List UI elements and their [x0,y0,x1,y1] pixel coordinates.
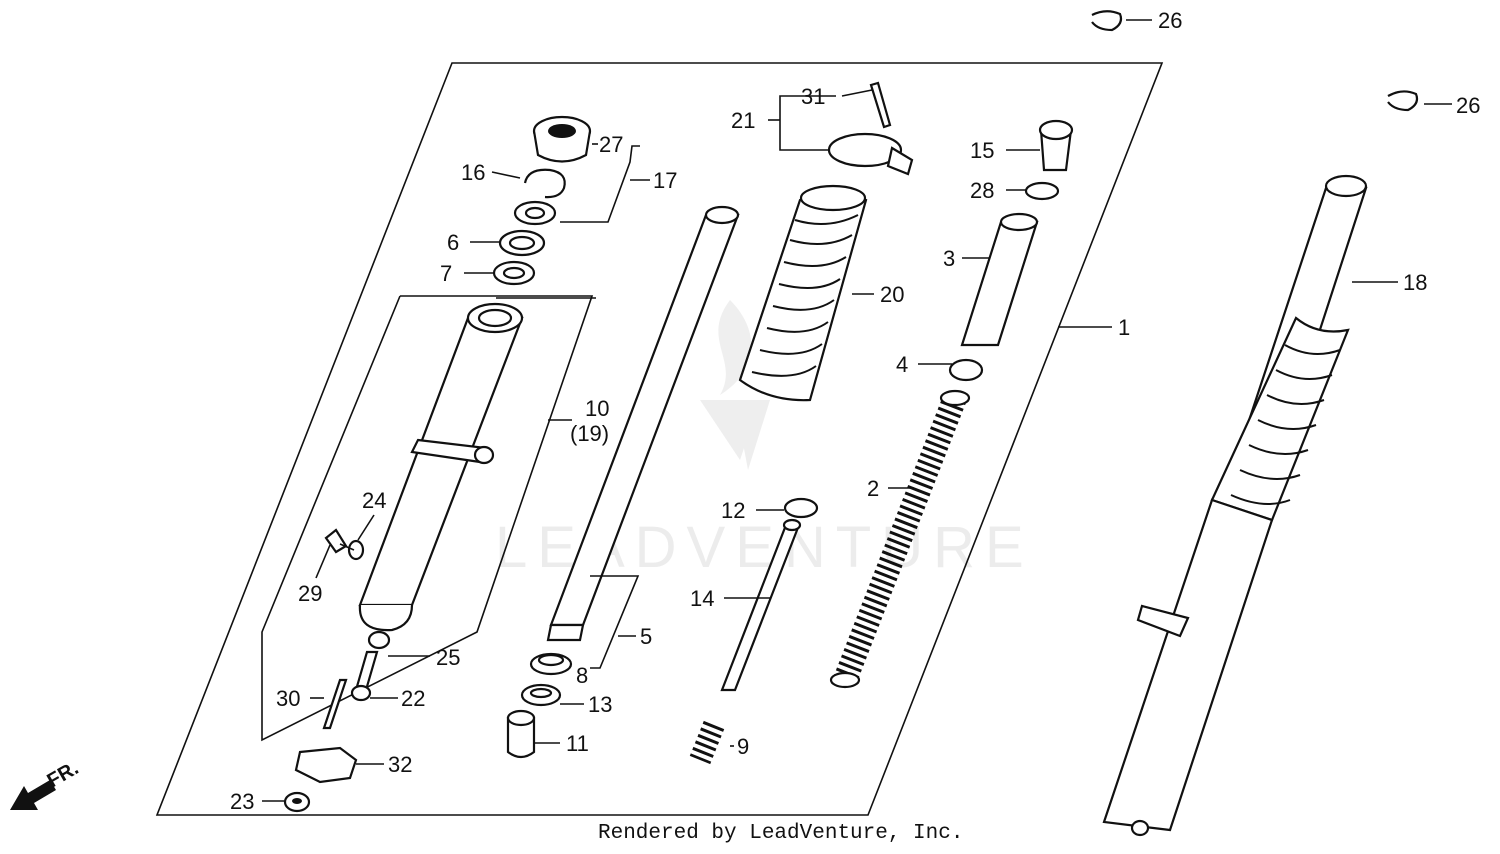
part-11-oil-lock-piece [506,709,536,759]
part-14-fork-piston [720,518,802,692]
part-25-washer [367,630,391,650]
callout-labels: 26 26 27 16 17 6 7 10 (19) 24 29 25 22 3… [230,8,1480,814]
part-20-fork-boot [738,184,868,402]
callout-9: 9 [737,734,749,759]
part-32-axle-holder [294,746,358,784]
part-30-stud [322,678,348,730]
part-27-nut [532,115,592,163]
part-6-oil-seal [498,229,546,257]
callout-14: 14 [690,586,714,611]
part-13-washer [520,683,562,707]
callout-22: 22 [401,686,425,711]
part-7-ring [492,260,536,286]
callout-7: 7 [440,261,452,286]
part-26-circlip-b [1387,90,1419,112]
part-26-circlip-a [1091,10,1123,32]
part-8-slide-bushing [529,652,573,676]
part-3-spacer [960,212,1039,347]
part-17-washer [513,200,557,226]
callout-17: 17 [653,168,677,193]
part-31-screw [869,81,892,129]
callout-18: 18 [1403,270,1427,295]
callout-11: 11 [566,731,589,756]
part-23-nut [283,791,311,813]
assembly-frame [155,62,1164,816]
callout-2: 2 [867,476,879,501]
subassembly-frame [261,295,594,742]
part-10-fork-slider [358,302,524,632]
part-24-washer [347,539,365,561]
part-22-bolt [350,650,379,702]
part-15-fork-bolt [1038,119,1074,172]
callout-23: 23 [230,789,254,814]
watermark-logo [700,400,770,470]
callout-10: 10 [585,396,609,421]
callout-25: 25 [436,645,460,670]
callout-24: 24 [362,488,386,513]
render-credit: Rendered by LeadVenture, Inc. [598,822,964,845]
callout-5: 5 [640,624,652,649]
part-29-bolt [324,528,355,554]
callout-32: 32 [388,752,412,777]
callout-13: 13 [588,692,612,717]
callout-4: 4 [896,352,908,377]
callout-20: 20 [880,282,904,307]
callout-3: 3 [943,246,955,271]
callout-15: 15 [970,138,994,163]
callout-21: 21 [731,108,755,133]
callout-30: 30 [276,686,300,711]
part-4-spring-seat [948,358,984,382]
part-28-o-ring [1024,181,1060,201]
part-12-piston-ring [783,497,819,519]
callout-26-top: 26 [1158,8,1182,33]
part-21-boot-band [827,132,914,176]
callout-31: 31 [801,84,825,109]
part-18-fork-assembly [1102,174,1368,837]
part-16-circlip [523,168,566,199]
callout-27: 27 [599,132,623,157]
leader-lines [262,19,1452,802]
callout-6: 6 [447,230,459,255]
front-direction-marker: FR. [10,757,82,810]
part-2-fork-spring [829,389,971,689]
front-arrow-icon [10,780,56,810]
callout-28: 28 [970,178,994,203]
part-5-fork-tube [546,205,740,642]
callout-19: (19) [570,421,609,446]
part-9-rebound-spring [689,720,725,765]
callout-26-right: 26 [1456,93,1480,118]
callout-1: 1 [1118,315,1130,340]
callout-12: 12 [721,498,745,523]
callout-16: 16 [461,160,485,185]
callout-8: 8 [576,663,588,688]
callout-29: 29 [298,581,322,606]
